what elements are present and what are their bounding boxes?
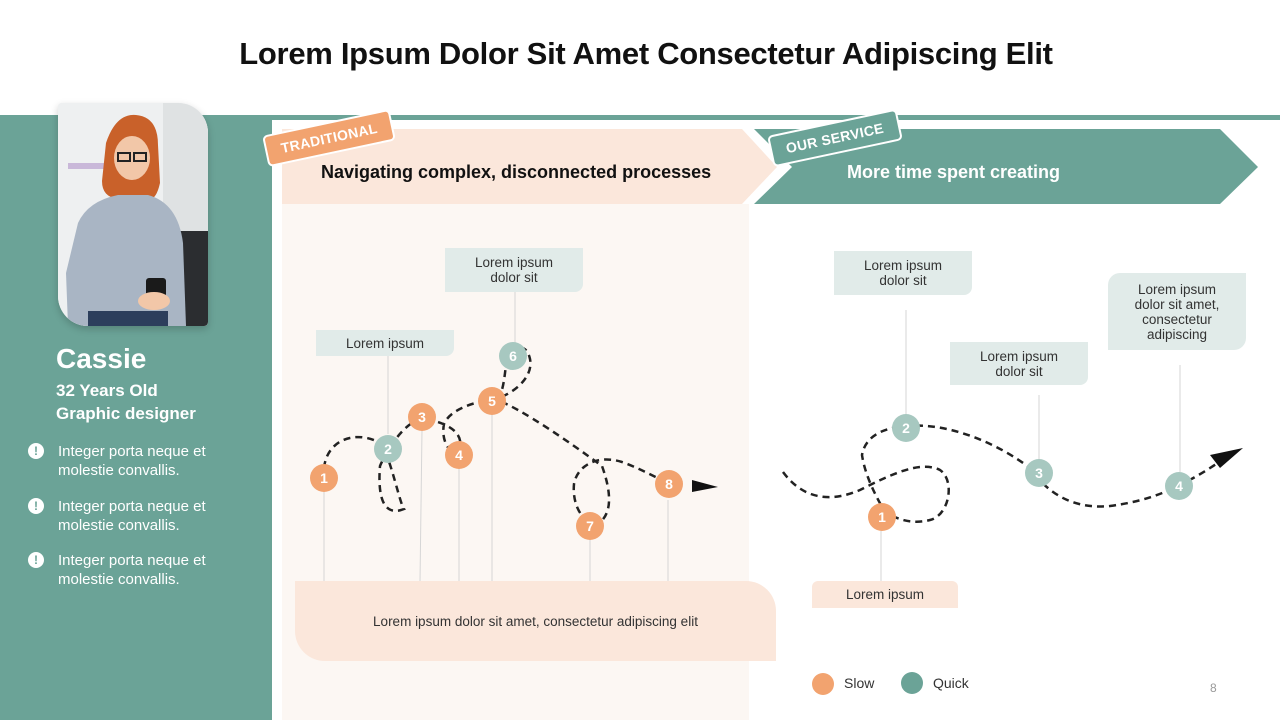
dashed-path xyxy=(322,346,678,526)
step-number: 7 xyxy=(586,518,594,534)
dashed-path xyxy=(781,424,1226,523)
step-number: 4 xyxy=(455,447,463,463)
step-marker-1 xyxy=(310,464,338,492)
header-divider xyxy=(272,115,1280,120)
profile-photo xyxy=(58,103,208,326)
traditional-summary: Lorem ipsum dolor sit amet, consectetur … xyxy=(295,581,776,661)
slide-title: Lorem Ipsum Dolor Sit Amet Consectetur A… xyxy=(239,36,1053,71)
bullet-text: Integer porta neque et molestie convalli… xyxy=(58,498,206,534)
step-marker-2 xyxy=(374,435,402,463)
exclamation-icon: ! xyxy=(28,443,44,459)
step-number: 6 xyxy=(509,348,517,364)
traditional-banner xyxy=(282,129,777,204)
traditional-heading: Navigating complex, disconnected process… xyxy=(321,162,712,182)
step-marker-2 xyxy=(892,414,920,442)
profile-role: Graphic designer xyxy=(56,404,196,423)
step-number: 1 xyxy=(320,470,328,486)
step-number: 3 xyxy=(418,409,426,425)
traditional-path-diagram: 1 2 3 4 5 6 7 8 xyxy=(310,292,718,583)
step-number: 2 xyxy=(902,420,910,436)
legend-quick-label: Quick xyxy=(933,675,969,691)
service-callout: Lorem ipsum dolor sit amet, consectetur … xyxy=(1108,273,1246,350)
person-illustration xyxy=(58,103,208,326)
service-banner xyxy=(754,129,1258,204)
page-number: 8 xyxy=(1210,681,1217,695)
step-marker-4 xyxy=(445,441,473,469)
step-number: 1 xyxy=(878,509,886,525)
arrowhead-icon xyxy=(1210,448,1243,468)
step-marker-5 xyxy=(478,387,506,415)
step-number: 8 xyxy=(665,476,673,492)
step-marker-6 xyxy=(499,342,527,370)
step-number: 2 xyxy=(384,441,392,457)
step-marker-7 xyxy=(576,512,604,540)
exclamation-icon: ! xyxy=(28,552,44,568)
step-marker-4 xyxy=(1165,472,1193,500)
service-callout: Lorem ipsum dolor sit xyxy=(950,342,1088,385)
step-marker-8 xyxy=(655,470,683,498)
service-bottom-callout: Lorem ipsum xyxy=(812,581,958,608)
service-callout: Lorem ipsum dolor sit xyxy=(834,251,972,295)
service-path-diagram: 1 2 3 4 xyxy=(781,310,1243,581)
step-number: 4 xyxy=(1175,478,1183,494)
profile-name: Cassie xyxy=(56,343,147,374)
connector-line xyxy=(419,429,423,583)
arrowhead-icon xyxy=(692,480,718,492)
step-number: 5 xyxy=(488,393,496,409)
step-marker-3 xyxy=(408,403,436,431)
traditional-callout: Lorem ipsum dolor sit xyxy=(445,248,583,292)
exclamation-icon: ! xyxy=(28,498,44,514)
process-banners xyxy=(282,129,1258,204)
step-marker-3 xyxy=(1025,459,1053,487)
step-number: 3 xyxy=(1035,465,1043,481)
bullet-text: Integer porta neque et molestie convalli… xyxy=(58,552,206,588)
bullet-text: Integer porta neque et molestie convalli… xyxy=(58,443,206,479)
step-marker-1 xyxy=(868,503,896,531)
legend-quick-swatch xyxy=(901,672,923,694)
traditional-callout: Lorem ipsum xyxy=(316,330,454,356)
profile-age: 32 Years Old xyxy=(56,381,158,400)
service-heading: More time spent creating xyxy=(847,162,1061,182)
legend-slow-label: Slow xyxy=(844,675,875,691)
legend-slow-swatch xyxy=(812,673,834,695)
